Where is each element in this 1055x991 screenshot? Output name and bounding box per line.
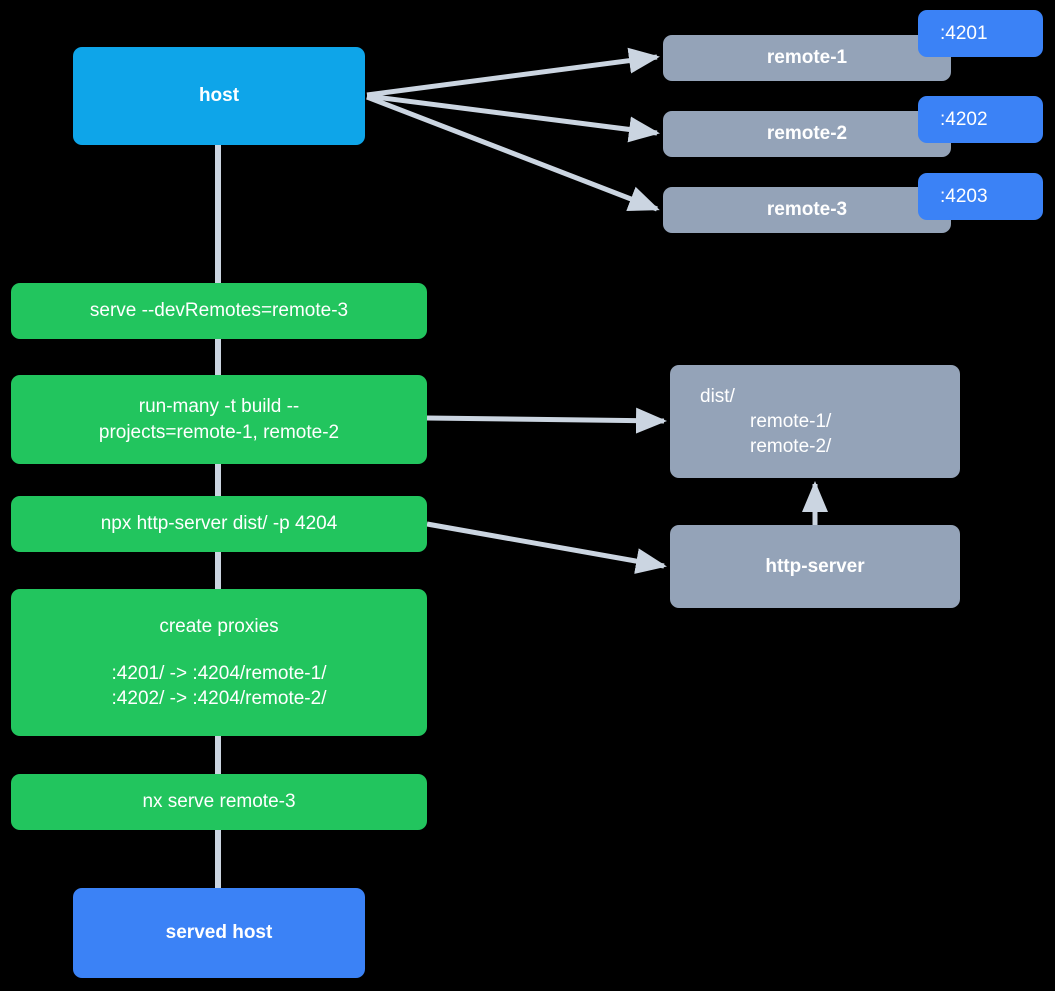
dist-folder-child-remote-1: remote-1/ bbox=[750, 410, 832, 432]
edge-host-to-remote-3 bbox=[366, 94, 660, 212]
port-badge-remote-2: :4202 bbox=[918, 96, 1043, 143]
node-served-host-label: served host bbox=[165, 922, 273, 944]
edge-host-to-remote-2 bbox=[366, 93, 660, 143]
node-command-run-many-build[interactable]: run-many -t build -- projects=remote-1, … bbox=[11, 375, 427, 464]
node-command-npx-http-server[interactable]: npx http-server dist/ -p 4204 bbox=[11, 496, 427, 552]
node-dist-folder[interactable]: dist/ remote-1/ remote-2/ bbox=[670, 365, 960, 478]
edge-host-to-remote-1 bbox=[366, 47, 660, 98]
command-proxy-mapping-1: :4201/ -> :4204/remote-1/ bbox=[111, 662, 327, 684]
node-host-label: host bbox=[198, 85, 240, 107]
node-served-host[interactable]: served host bbox=[73, 888, 365, 978]
command-create-proxies-title: create proxies bbox=[159, 615, 279, 637]
edge-npx-to-http-server bbox=[426, 521, 667, 574]
port-badge-remote-2-label: :4202 bbox=[940, 108, 988, 130]
node-command-nx-serve-remote-3[interactable]: nx serve remote-3 bbox=[11, 774, 427, 830]
port-badge-remote-3-label: :4203 bbox=[940, 185, 988, 207]
port-badge-remote-3: :4203 bbox=[918, 173, 1043, 220]
node-remote-3-label: remote-3 bbox=[766, 199, 848, 221]
command-npx-http-server-label: npx http-server dist/ -p 4204 bbox=[100, 513, 338, 535]
node-remote-3[interactable]: remote-3 bbox=[663, 187, 951, 233]
edge-run-many-to-dist bbox=[426, 407, 667, 434]
port-badge-remote-1: :4201 bbox=[918, 10, 1043, 57]
node-remote-2[interactable]: remote-2 bbox=[663, 111, 951, 157]
node-http-server-label: http-server bbox=[765, 555, 865, 577]
node-host[interactable]: host bbox=[73, 47, 365, 145]
command-nx-serve-remote-3-label: nx serve remote-3 bbox=[142, 791, 296, 813]
node-remote-2-label: remote-2 bbox=[766, 123, 848, 145]
dist-folder-child-remote-2: remote-2/ bbox=[750, 436, 832, 458]
command-proxy-mapping-2: :4202/ -> :4204/remote-2/ bbox=[111, 688, 327, 710]
command-serve-devremotes-label: serve --devRemotes=remote-3 bbox=[89, 300, 349, 322]
node-command-serve-devremotes[interactable]: serve --devRemotes=remote-3 bbox=[11, 283, 427, 339]
dist-folder-root: dist/ bbox=[700, 385, 735, 407]
node-remote-1-label: remote-1 bbox=[766, 47, 848, 69]
node-remote-1[interactable]: remote-1 bbox=[663, 35, 951, 81]
node-command-create-proxies[interactable]: create proxies :4201/ -> :4204/remote-1/… bbox=[11, 589, 427, 736]
port-badge-remote-1-label: :4201 bbox=[940, 22, 988, 44]
command-run-many-line-1: run-many -t build -- bbox=[138, 396, 300, 418]
node-http-server[interactable]: http-server bbox=[670, 525, 960, 608]
command-run-many-line-2: projects=remote-1, remote-2 bbox=[98, 421, 340, 443]
